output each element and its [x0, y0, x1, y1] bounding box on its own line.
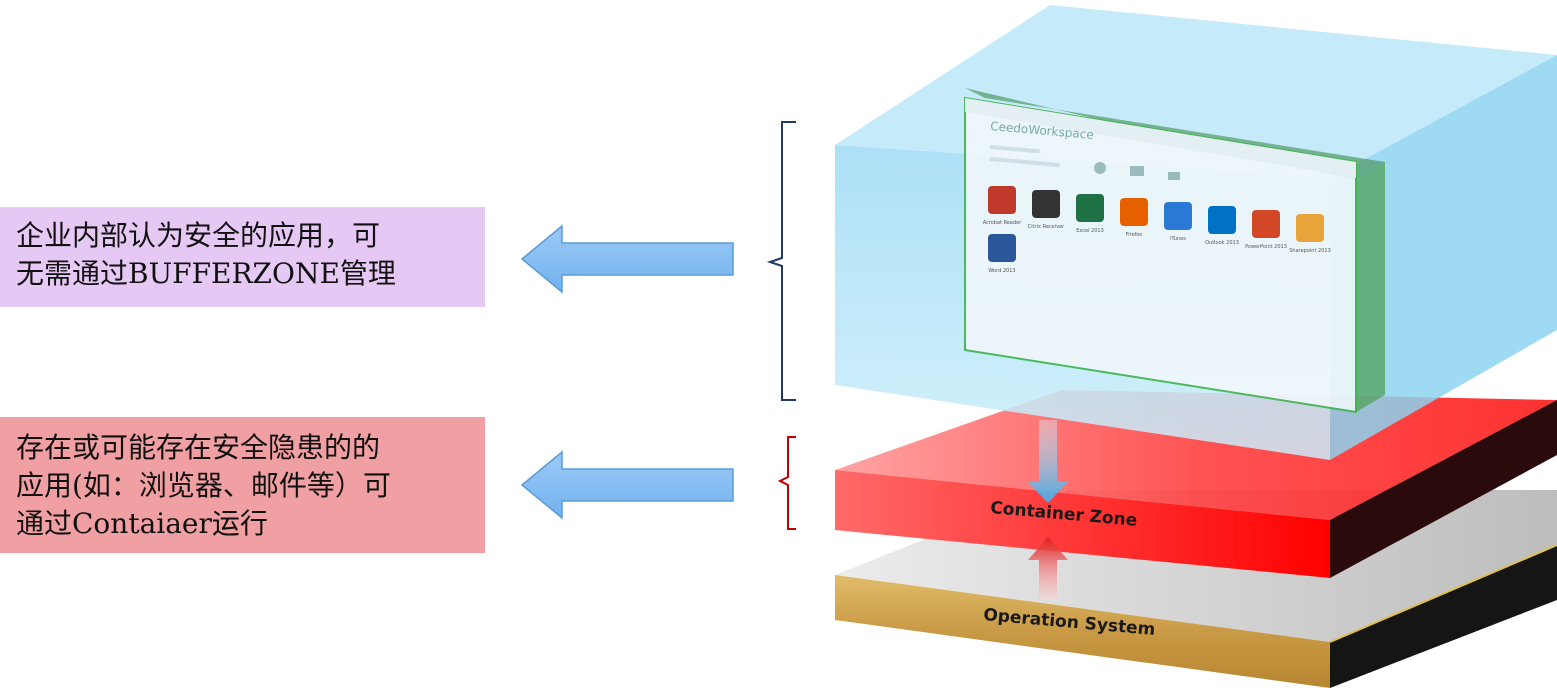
app-label: Firefox — [1126, 232, 1143, 238]
safe-apps-line1: 企业内部认为安全的应用，可 — [16, 219, 381, 252]
itunes-icon[interactable]: iTunes — [1164, 202, 1192, 242]
word-icon[interactable]: Word 2013 — [988, 234, 1016, 274]
app-label: PowerPoint 2013 — [1245, 244, 1287, 250]
risky-apps-line2: 应用(如：浏览器、邮件等）可 — [16, 469, 391, 502]
safe-apps-line2: 无需通过BUFFERZONE管理 — [16, 257, 396, 290]
safe-apps-label: 企业内部认为安全的应用，可 无需通过BUFFERZONE管理 — [0, 207, 485, 307]
app-label: Excel 2013 — [1076, 228, 1104, 234]
app-label: Citrix Receiver — [1028, 224, 1065, 230]
outlook-icon[interactable]: Outlook 2013 — [1205, 206, 1239, 246]
app-label: Acrobat Reader — [983, 220, 1023, 226]
app-label: Sharepoint 2013 — [1289, 248, 1331, 254]
app-label: iTunes — [1170, 236, 1186, 242]
risky-apps-line3: 通过Contaiaer运行 — [16, 507, 268, 540]
brace-workspace — [766, 121, 796, 401]
pdf-icon[interactable]: Acrobat Reader — [983, 186, 1023, 226]
citrix-icon[interactable]: Citrix Receiver — [1028, 190, 1065, 230]
risky-apps-label: 存在或可能存在安全隐患的的 应用(如：浏览器、邮件等）可 通过Contaiaer… — [0, 417, 485, 553]
brace-container — [777, 436, 796, 530]
arrow-to-risky-apps — [520, 450, 734, 520]
firefox-icon[interactable]: Firefox — [1120, 198, 1148, 238]
down-arrow — [1028, 420, 1068, 503]
excel-icon[interactable]: Excel 2013 — [1076, 194, 1104, 234]
arrow-to-safe-apps — [520, 224, 734, 294]
risky-apps-line1: 存在或可能存在安全隐患的的 — [16, 431, 381, 464]
up-arrow — [1028, 537, 1068, 600]
sharepoint-icon[interactable]: Sharepoint 2013 — [1289, 214, 1331, 254]
app-label: Outlook 2013 — [1205, 240, 1239, 246]
app-label: Word 2013 — [988, 268, 1015, 274]
powerpoint-icon[interactable]: PowerPoint 2013 — [1245, 210, 1287, 250]
